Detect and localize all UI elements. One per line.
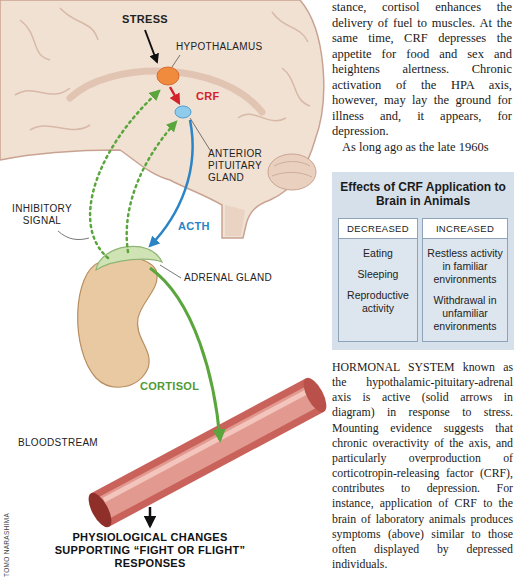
body-text: stance, cortisol enhances the delivery o… bbox=[332, 0, 512, 140]
column-header: DECREASED bbox=[339, 219, 417, 239]
inhibitory-arrow bbox=[127, 122, 176, 252]
table-cell: Restless activity in familiar environmen… bbox=[426, 247, 504, 286]
brain-outline bbox=[0, 0, 324, 238]
adrenal-gland bbox=[96, 246, 162, 270]
table-cell: Reproductive activity bbox=[342, 289, 414, 315]
brain-gyrus bbox=[282, 68, 310, 106]
table-panel: Effects of CRF Application to Brain in A… bbox=[332, 172, 514, 350]
kidney bbox=[78, 257, 157, 387]
blood-vessel-highlight bbox=[104, 389, 312, 500]
crf-arrow bbox=[170, 87, 179, 103]
table-cell: Eating bbox=[342, 247, 414, 260]
output-label: PHYSIOLOGICAL CHANGES SUPPORTING “FIGHT … bbox=[45, 531, 255, 570]
credit-text: TOMO NARASHIMA bbox=[3, 513, 11, 577]
part-label: ANTERIOR PITUITARY GLAND bbox=[208, 148, 280, 184]
leader-line bbox=[160, 265, 181, 278]
hormone-label: CORTISOL bbox=[140, 380, 199, 392]
hypothalamus bbox=[157, 67, 179, 85]
cortisol-arrow bbox=[150, 268, 220, 440]
table-cell: Sleeping bbox=[342, 268, 414, 281]
output-arrow bbox=[149, 507, 152, 526]
part-label: HYPOTHALAMUS bbox=[176, 41, 262, 53]
stress-arrow bbox=[145, 30, 157, 62]
table-column: DECREASED EatingSleepingReproductive acti… bbox=[338, 218, 418, 342]
column-header: INCREASED bbox=[423, 219, 507, 239]
hormone-label: ACTH bbox=[178, 220, 210, 232]
leader-line bbox=[172, 55, 180, 67]
table-heading: Effects of CRF Application to Brain in A… bbox=[338, 180, 508, 208]
leader-line bbox=[58, 231, 89, 240]
cerebellum-fold bbox=[272, 162, 312, 178]
signal-label: INHIBITORY SIGNAL bbox=[6, 203, 78, 227]
part-label: BLOODSTREAM bbox=[18, 437, 98, 449]
brain-gyrus bbox=[30, 125, 90, 130]
leader-line bbox=[190, 118, 210, 150]
figure-caption: HORMONAL SYSTEM known as the hypothalami… bbox=[332, 360, 513, 572]
part-label: ADRENAL GLAND bbox=[184, 272, 272, 284]
table-column: INCREASED Restless activity in familiar e… bbox=[422, 218, 508, 342]
blood-vessel-shade bbox=[100, 395, 315, 510]
brainstem-shade bbox=[225, 205, 245, 236]
cerebellum bbox=[268, 154, 316, 190]
vessel-end bbox=[299, 374, 331, 415]
inhibitory-arrow bbox=[90, 91, 159, 258]
brain-gyrus bbox=[15, 88, 70, 95]
vessel-lumen bbox=[84, 489, 116, 530]
input-label: STRESS bbox=[115, 13, 175, 25]
table-cell: Withdrawal in unfamiliar environments bbox=[426, 294, 504, 333]
brain-gyrus bbox=[272, 12, 308, 42]
brain-gyrus bbox=[20, 20, 50, 60]
hormone-label: CRF bbox=[196, 90, 220, 102]
pituitary bbox=[175, 106, 191, 118]
body-text: As long ago as the late 1960s bbox=[332, 140, 512, 156]
blood-vessel bbox=[100, 395, 315, 510]
brain-gyrus bbox=[60, 8, 98, 40]
